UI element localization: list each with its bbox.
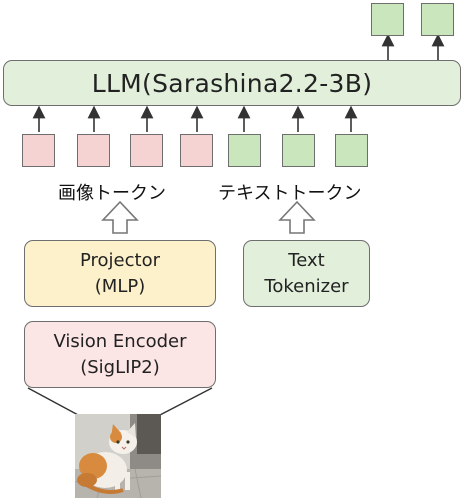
tokenizer-box: Text Tokenizer bbox=[243, 240, 370, 307]
llm-label: LLM(Sarashina2.2-3B) bbox=[91, 68, 373, 98]
llm-box: LLM(Sarashina2.2-3B) bbox=[3, 60, 461, 106]
image-connector-left bbox=[27, 387, 81, 417]
output-token-1 bbox=[371, 3, 404, 36]
tokenizer-title: Text bbox=[288, 249, 325, 271]
projector-title: Projector bbox=[80, 249, 160, 271]
text-token-2 bbox=[282, 134, 315, 167]
vision-encoder-box: Vision Encoder (SigLIP2) bbox=[24, 321, 216, 388]
output-token-2 bbox=[421, 3, 454, 36]
vision-encoder-subtitle: (SigLIP2) bbox=[80, 356, 160, 378]
image-tokens-label: 画像トークン bbox=[58, 183, 166, 204]
projector-subtitle: (MLP) bbox=[94, 275, 146, 297]
text-tokens-label: テキストトークン bbox=[218, 183, 362, 204]
tokenizer-subtitle: Tokenizer bbox=[264, 275, 349, 297]
projector-block-arrow-icon bbox=[101, 200, 139, 234]
image-token-2 bbox=[77, 134, 110, 167]
text-token-1 bbox=[228, 134, 261, 167]
image-token-4 bbox=[180, 134, 213, 167]
image-token-1 bbox=[22, 134, 55, 167]
vision-encoder-title: Vision Encoder bbox=[53, 330, 187, 352]
projector-box: Projector (MLP) bbox=[24, 240, 216, 307]
text-token-3 bbox=[335, 134, 368, 167]
image-connector-right bbox=[157, 387, 213, 417]
cat-photo-icon bbox=[75, 414, 161, 498]
image-token-3 bbox=[130, 134, 163, 167]
tokenizer-block-arrow-icon bbox=[278, 200, 316, 234]
